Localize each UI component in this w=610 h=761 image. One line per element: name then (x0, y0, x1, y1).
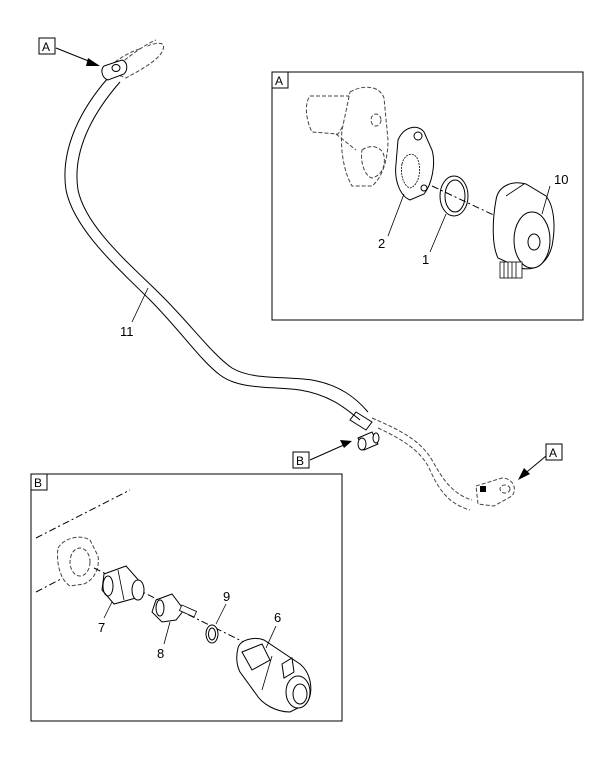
top-end-flange (101, 39, 164, 81)
right-end-flange (475, 477, 515, 507)
svg-text:A: A (42, 40, 50, 54)
valve-core-8 (151, 593, 198, 623)
label-2: 2 (378, 236, 385, 251)
svg-text:B: B (34, 476, 42, 490)
label-1: 1 (422, 252, 429, 267)
callout-b-main: B (292, 440, 352, 469)
svg-text:A: A (549, 446, 557, 460)
detail-b-box: B 7 8 9 (30, 473, 343, 722)
tube-assembly (64, 39, 515, 511)
label-9: 9 (223, 589, 230, 604)
svg-text:B: B (296, 454, 304, 468)
svg-text:A: A (275, 74, 283, 88)
callout-a-right: A (518, 443, 563, 480)
sender-unit (492, 182, 555, 279)
detail-a-box: A 2 1 (271, 71, 584, 321)
label-11: 11 (120, 324, 134, 339)
callout-a-top: A (38, 37, 100, 66)
label-10: 10 (554, 172, 568, 187)
label-6: 6 (274, 610, 281, 625)
label-7: 7 (98, 620, 105, 635)
pressure-switch-6 (236, 637, 312, 713)
fitting-b (357, 431, 380, 451)
adapter-7 (101, 565, 145, 605)
label-8: 8 (157, 646, 164, 661)
